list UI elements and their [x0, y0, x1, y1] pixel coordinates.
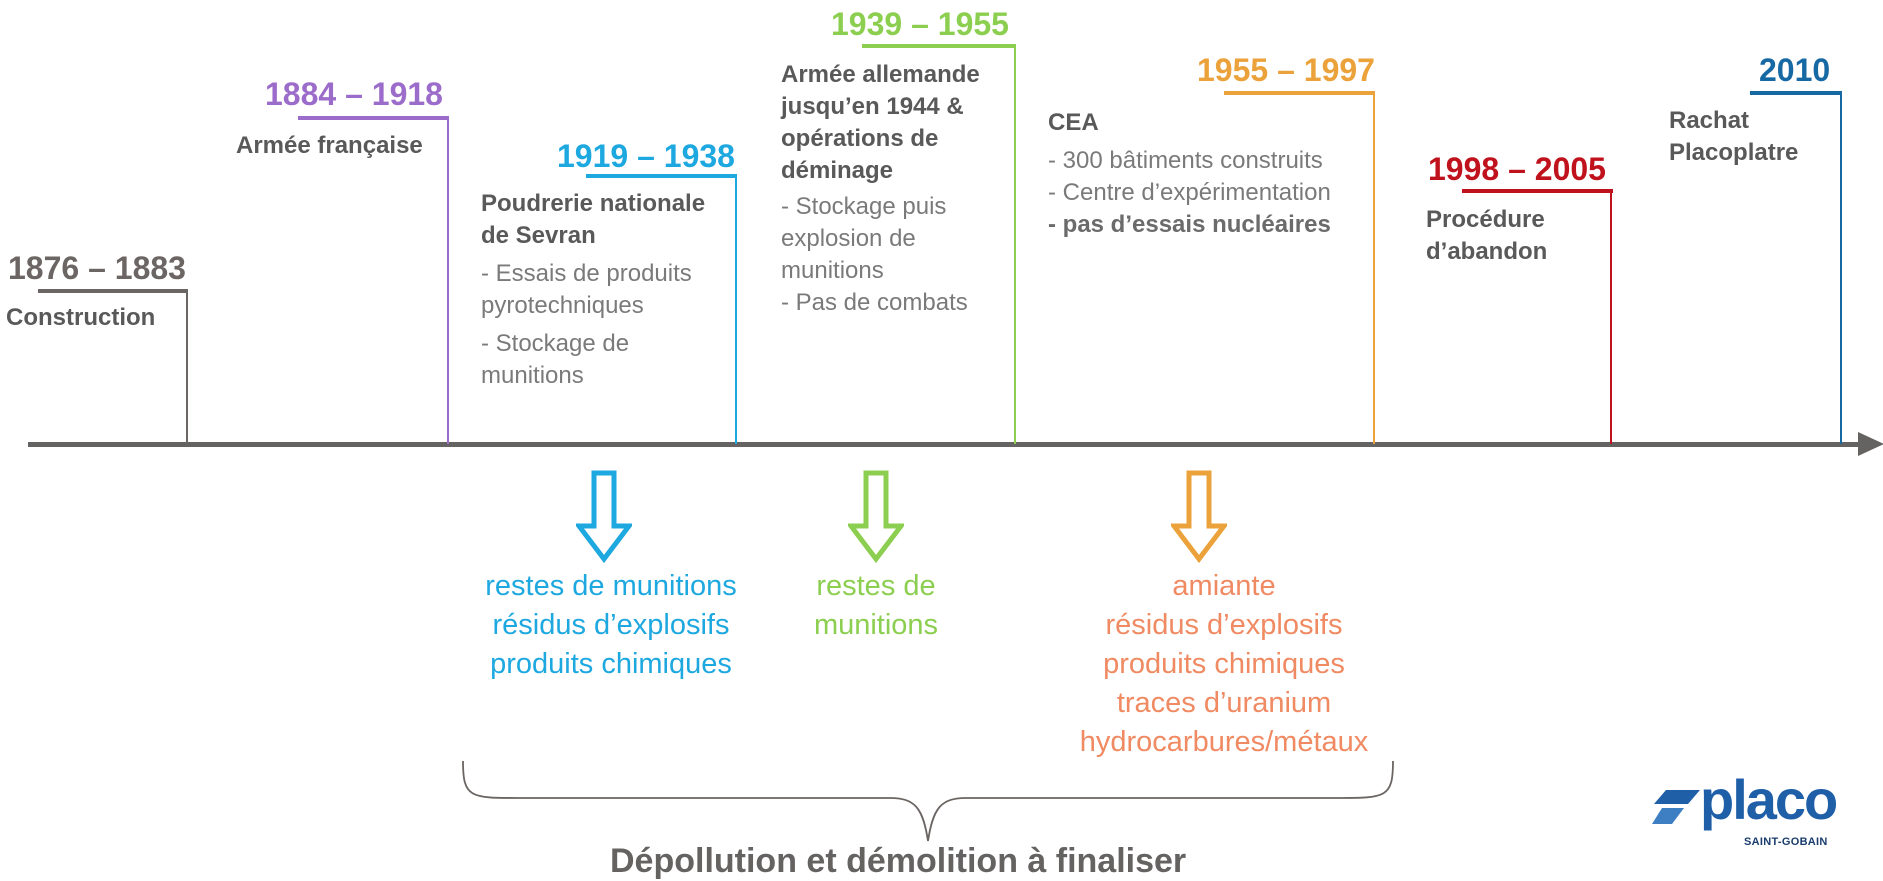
placo-logo: placo SAINT-GOBAIN [1652, 772, 1842, 852]
period-title: Armée allemande jusqu’en 1944 & opératio… [781, 61, 980, 184]
period-bar-1919 [586, 174, 737, 178]
period-years-1876: 1876 – 1883 [8, 250, 186, 286]
outcome-line: amiante [1172, 570, 1276, 602]
outcome-line: résidus d’explosifs [1105, 609, 1343, 641]
period-item: - Stockage de munitions [481, 330, 630, 389]
period-bar-2010 [1750, 91, 1842, 95]
period-tick-1955 [1373, 91, 1375, 444]
period-block-1955: CEA - 300 bâtiments construits - Centre … [1048, 107, 1368, 241]
period-item: - Centre d’expérimentation [1048, 179, 1331, 206]
period-item: - Stockage puis explosion de munitions [781, 193, 947, 284]
outcome-line: restes de [816, 570, 936, 602]
period-title: Armée française [236, 132, 423, 159]
period-tick-1939 [1014, 44, 1016, 444]
outcome-line: restes de munitions [485, 570, 737, 602]
outcome-line: produits chimiques [490, 648, 732, 680]
period-block-1876: Construction [6, 302, 186, 334]
placo-logo-word: placo [1700, 768, 1838, 831]
period-bar-1876 [38, 289, 188, 293]
period-years-2010: 2010 [1759, 52, 1831, 88]
period-years-1998: 1998 – 2005 [1428, 151, 1606, 187]
outcome-line: produits chimiques [1103, 648, 1345, 680]
period-title: Procédure d’abandon [1426, 206, 1548, 265]
footer-caption: Dépollution et démolition à finaliser [610, 842, 1187, 880]
timeline-axis [28, 442, 1860, 447]
outcome-line: résidus d’explosifs [492, 609, 730, 641]
period-item: - Pas de combats [781, 289, 968, 316]
period-bar-1998 [1462, 189, 1613, 193]
down-arrow-icon [848, 470, 904, 564]
period-years-1919: 1919 – 1938 [557, 138, 735, 174]
period-bar-1939 [862, 44, 1016, 48]
placo-logo-subtitle: SAINT-GOBAIN [1744, 836, 1828, 848]
period-tick-1998 [1610, 189, 1612, 444]
outcome-block-1: restes de munitions résidus d’explosifs … [456, 567, 766, 684]
period-title: Poudrerie nationale de Sevran [481, 190, 706, 249]
period-title: Rachat Placoplatre [1669, 107, 1799, 166]
period-tick-1884 [447, 116, 449, 444]
down-arrow-icon [1171, 470, 1227, 564]
period-title: Construction [6, 304, 156, 331]
placo-logo-mark-icon [1652, 790, 1700, 824]
outcome-block-3: amiante résidus d’explosifs produits chi… [1049, 567, 1399, 762]
period-tick-1876 [186, 289, 188, 444]
outcome-line: munitions [813, 609, 939, 641]
period-title: CEA [1048, 109, 1099, 136]
period-years-1955: 1955 – 1997 [1197, 52, 1375, 88]
period-bar-1884 [298, 116, 449, 120]
down-arrow-icon [576, 470, 632, 564]
period-years-1939: 1939 – 1955 [831, 6, 1009, 42]
period-block-1998: Procédure d’abandon [1426, 204, 1596, 268]
period-block-1919: Poudrerie nationale de Sevran - Essais d… [481, 188, 731, 392]
period-years-1884: 1884 – 1918 [265, 76, 443, 112]
curly-brace-icon [462, 760, 1394, 842]
outcome-line: traces d’uranium [1116, 687, 1332, 719]
period-block-1939: Armée allemande jusqu’en 1944 & opératio… [781, 59, 1011, 319]
period-block-1884: Armée française [236, 130, 446, 162]
period-item: - Essais de produits pyrotechniques [481, 260, 692, 319]
period-tick-2010 [1840, 91, 1842, 444]
period-tick-1919 [735, 174, 737, 444]
outcome-block-2: restes de munitions [786, 567, 966, 645]
outcome-line: hydrocarbures/métaux [1079, 726, 1369, 758]
period-block-2010: Rachat Placoplatre [1669, 105, 1829, 169]
timeline-arrowhead [1858, 432, 1883, 456]
period-item: - 300 bâtiments construits [1048, 147, 1323, 174]
period-bar-1955 [1224, 91, 1375, 95]
period-item: - pas d’essais nucléaires [1048, 211, 1331, 238]
